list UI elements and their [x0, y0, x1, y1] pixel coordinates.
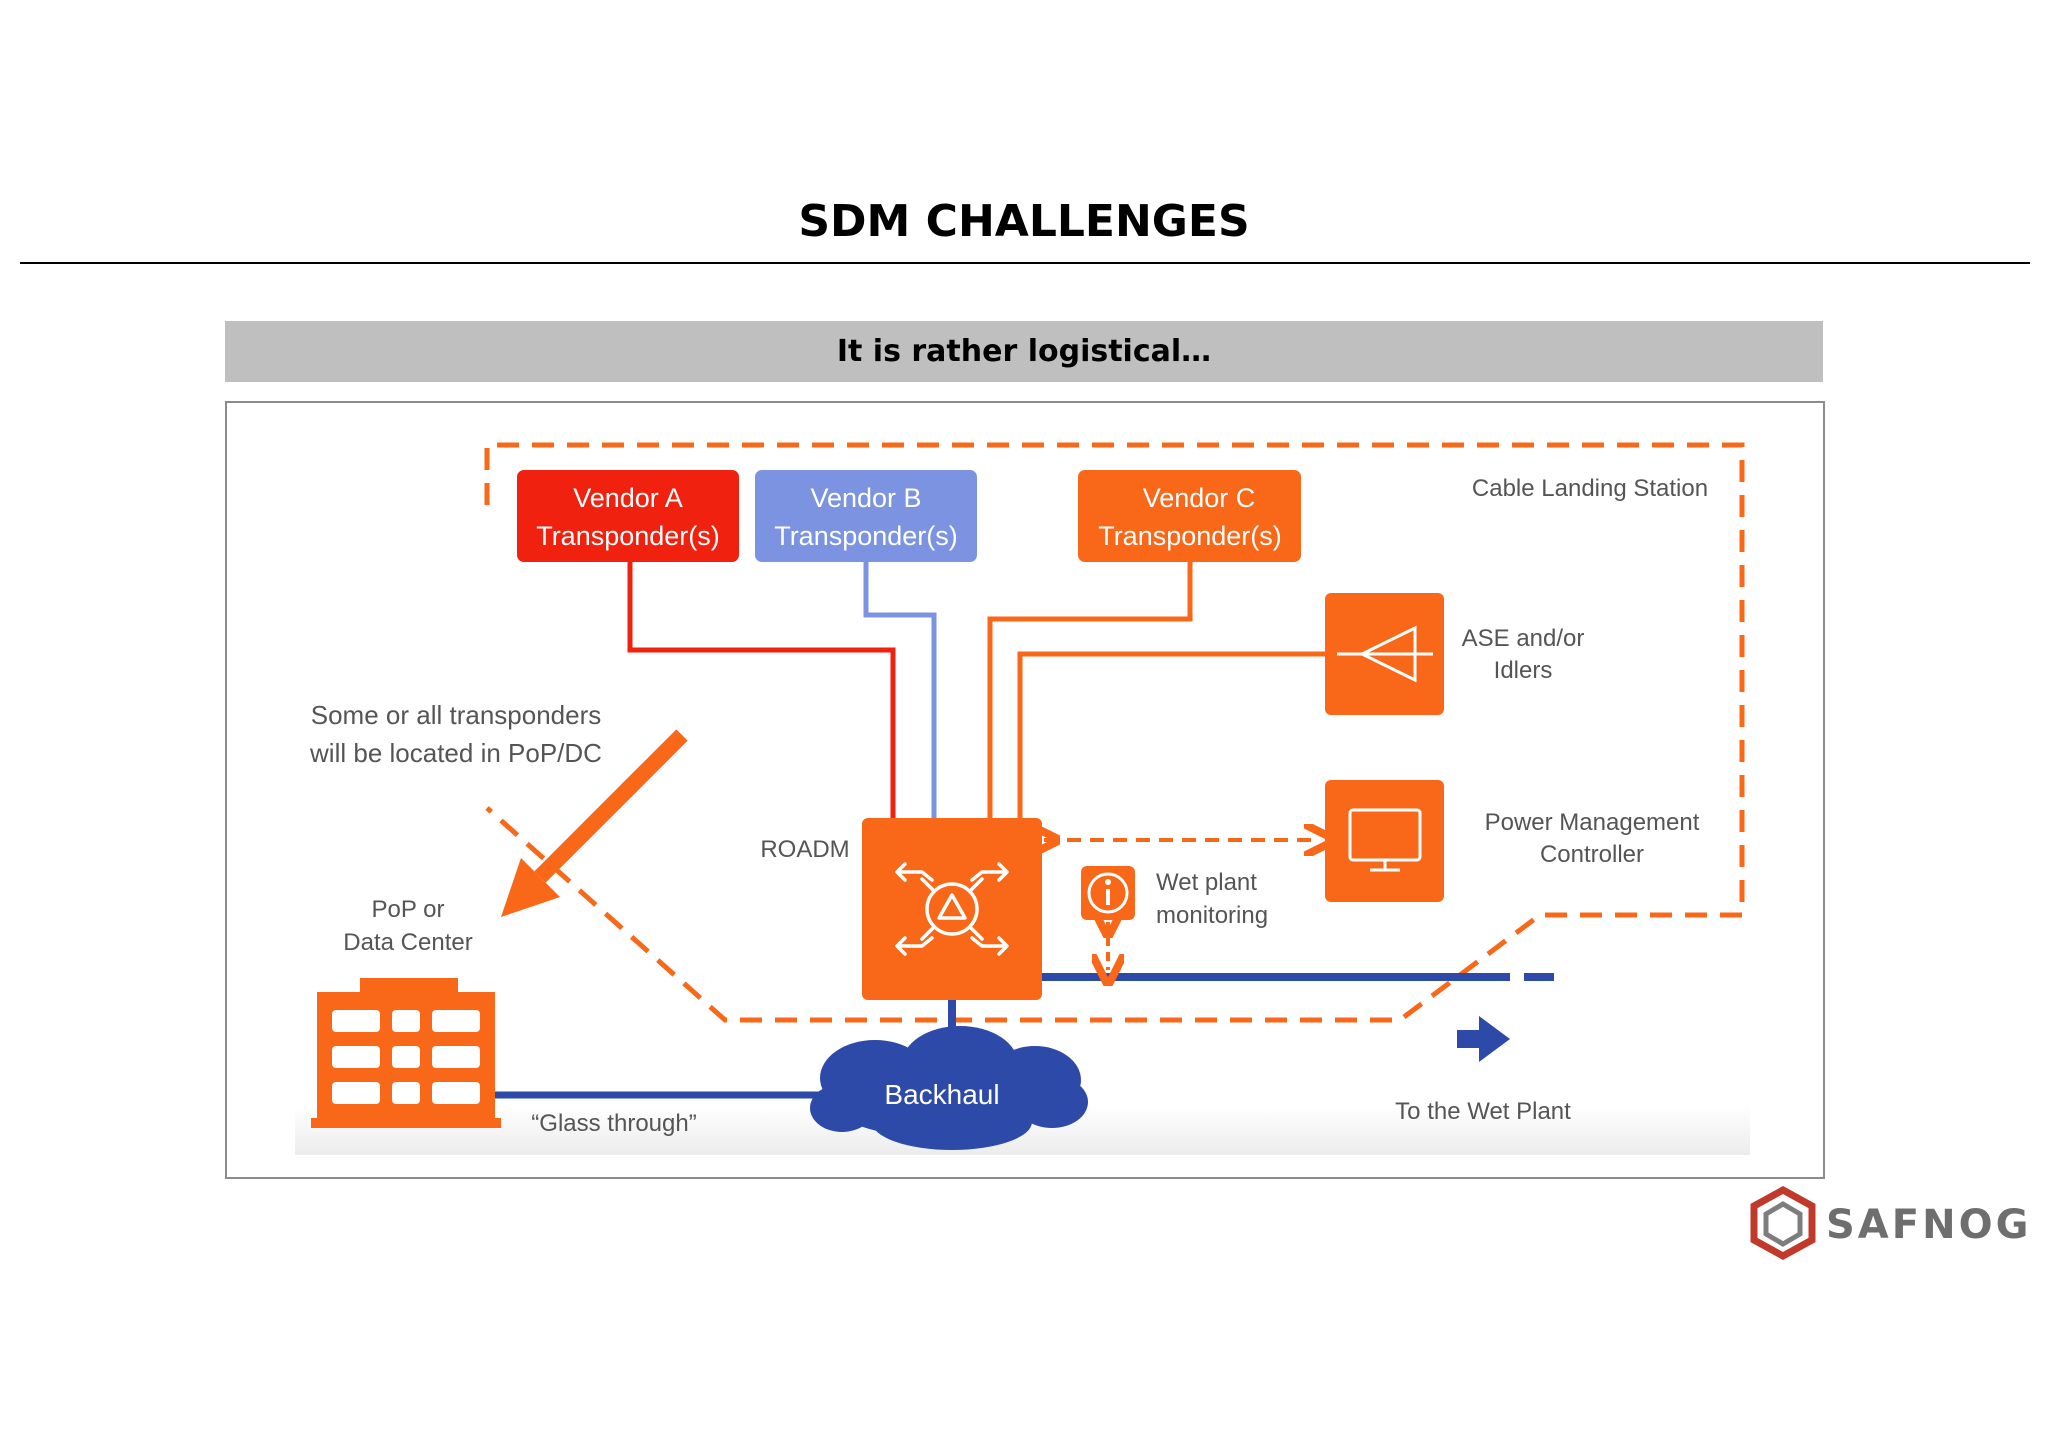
wet-plant-monitoring-sublabel: monitoring [1156, 902, 1268, 929]
backhaul-cloud [810, 1026, 1088, 1150]
ase-link [1017, 651, 1325, 818]
glass-through-label: “Glass through” [531, 1110, 696, 1137]
roadm-label: ROADM [760, 836, 849, 863]
vendor-a-label: Vendor A [573, 483, 683, 513]
roadm-icon [895, 862, 1009, 956]
monitor-icon [1348, 808, 1422, 872]
monitoring-info-box [1081, 866, 1135, 920]
data-center-building-icon [311, 978, 501, 1128]
slide-title: SDM CHALLENGES [798, 196, 1250, 247]
pop-sublabel: Data Center [343, 929, 472, 956]
info-icon [1087, 872, 1129, 914]
vendor-b-sublabel: Transponder(s) [774, 521, 958, 551]
amplifier-icon [1337, 625, 1433, 683]
vendor-c-link [987, 560, 1193, 818]
transponder-note-line2: will be located in PoP/DC [309, 738, 602, 768]
safnog-logo-text: SAFNOG [1826, 1202, 2032, 1248]
vendor-a-sublabel: Transponder(s) [536, 521, 720, 551]
power-management-label: Power Management [1485, 809, 1700, 836]
wet-plant-monitoring-label: Wet plant [1156, 869, 1257, 896]
vendor-b-label: Vendor B [810, 483, 921, 513]
relocation-arrow [501, 729, 688, 917]
ase-idlers-sublabel: Idlers [1494, 657, 1553, 684]
power-management-sublabel: Controller [1540, 841, 1644, 868]
vendor-b-link [863, 560, 937, 818]
ase-idlers-label: ASE and/or [1462, 625, 1585, 652]
pop-label: PoP or [372, 896, 445, 923]
vendor-a-box: Vendor A Transponder(s) [517, 470, 739, 562]
backhaul-label: Backhaul [884, 1079, 999, 1110]
cable-landing-station-label: Cable Landing Station [1472, 475, 1708, 502]
subtitle-text: It is rather logistical… [836, 334, 1212, 369]
vendor-c-box: Vendor C Transponder(s) [1078, 470, 1301, 562]
title-divider [20, 262, 2030, 264]
vendor-a-link [627, 560, 896, 818]
power-management-box [1325, 780, 1444, 902]
safnog-logo-icon [1750, 1186, 1816, 1260]
vendor-b-box: Vendor B Transponder(s) [755, 470, 977, 562]
vendor-c-label: Vendor C [1143, 483, 1256, 513]
transponder-note-line1: Some or all transponders [311, 700, 601, 730]
subtitle-bar: It is rather logistical… [225, 321, 1823, 382]
wet-plant-direction-arrow [1457, 1016, 1510, 1062]
roadm-box [862, 818, 1042, 1000]
vendor-c-sublabel: Transponder(s) [1098, 521, 1282, 551]
ase-idler-box [1325, 593, 1444, 715]
to-wet-plant-label: To the Wet Plant [1395, 1098, 1571, 1125]
